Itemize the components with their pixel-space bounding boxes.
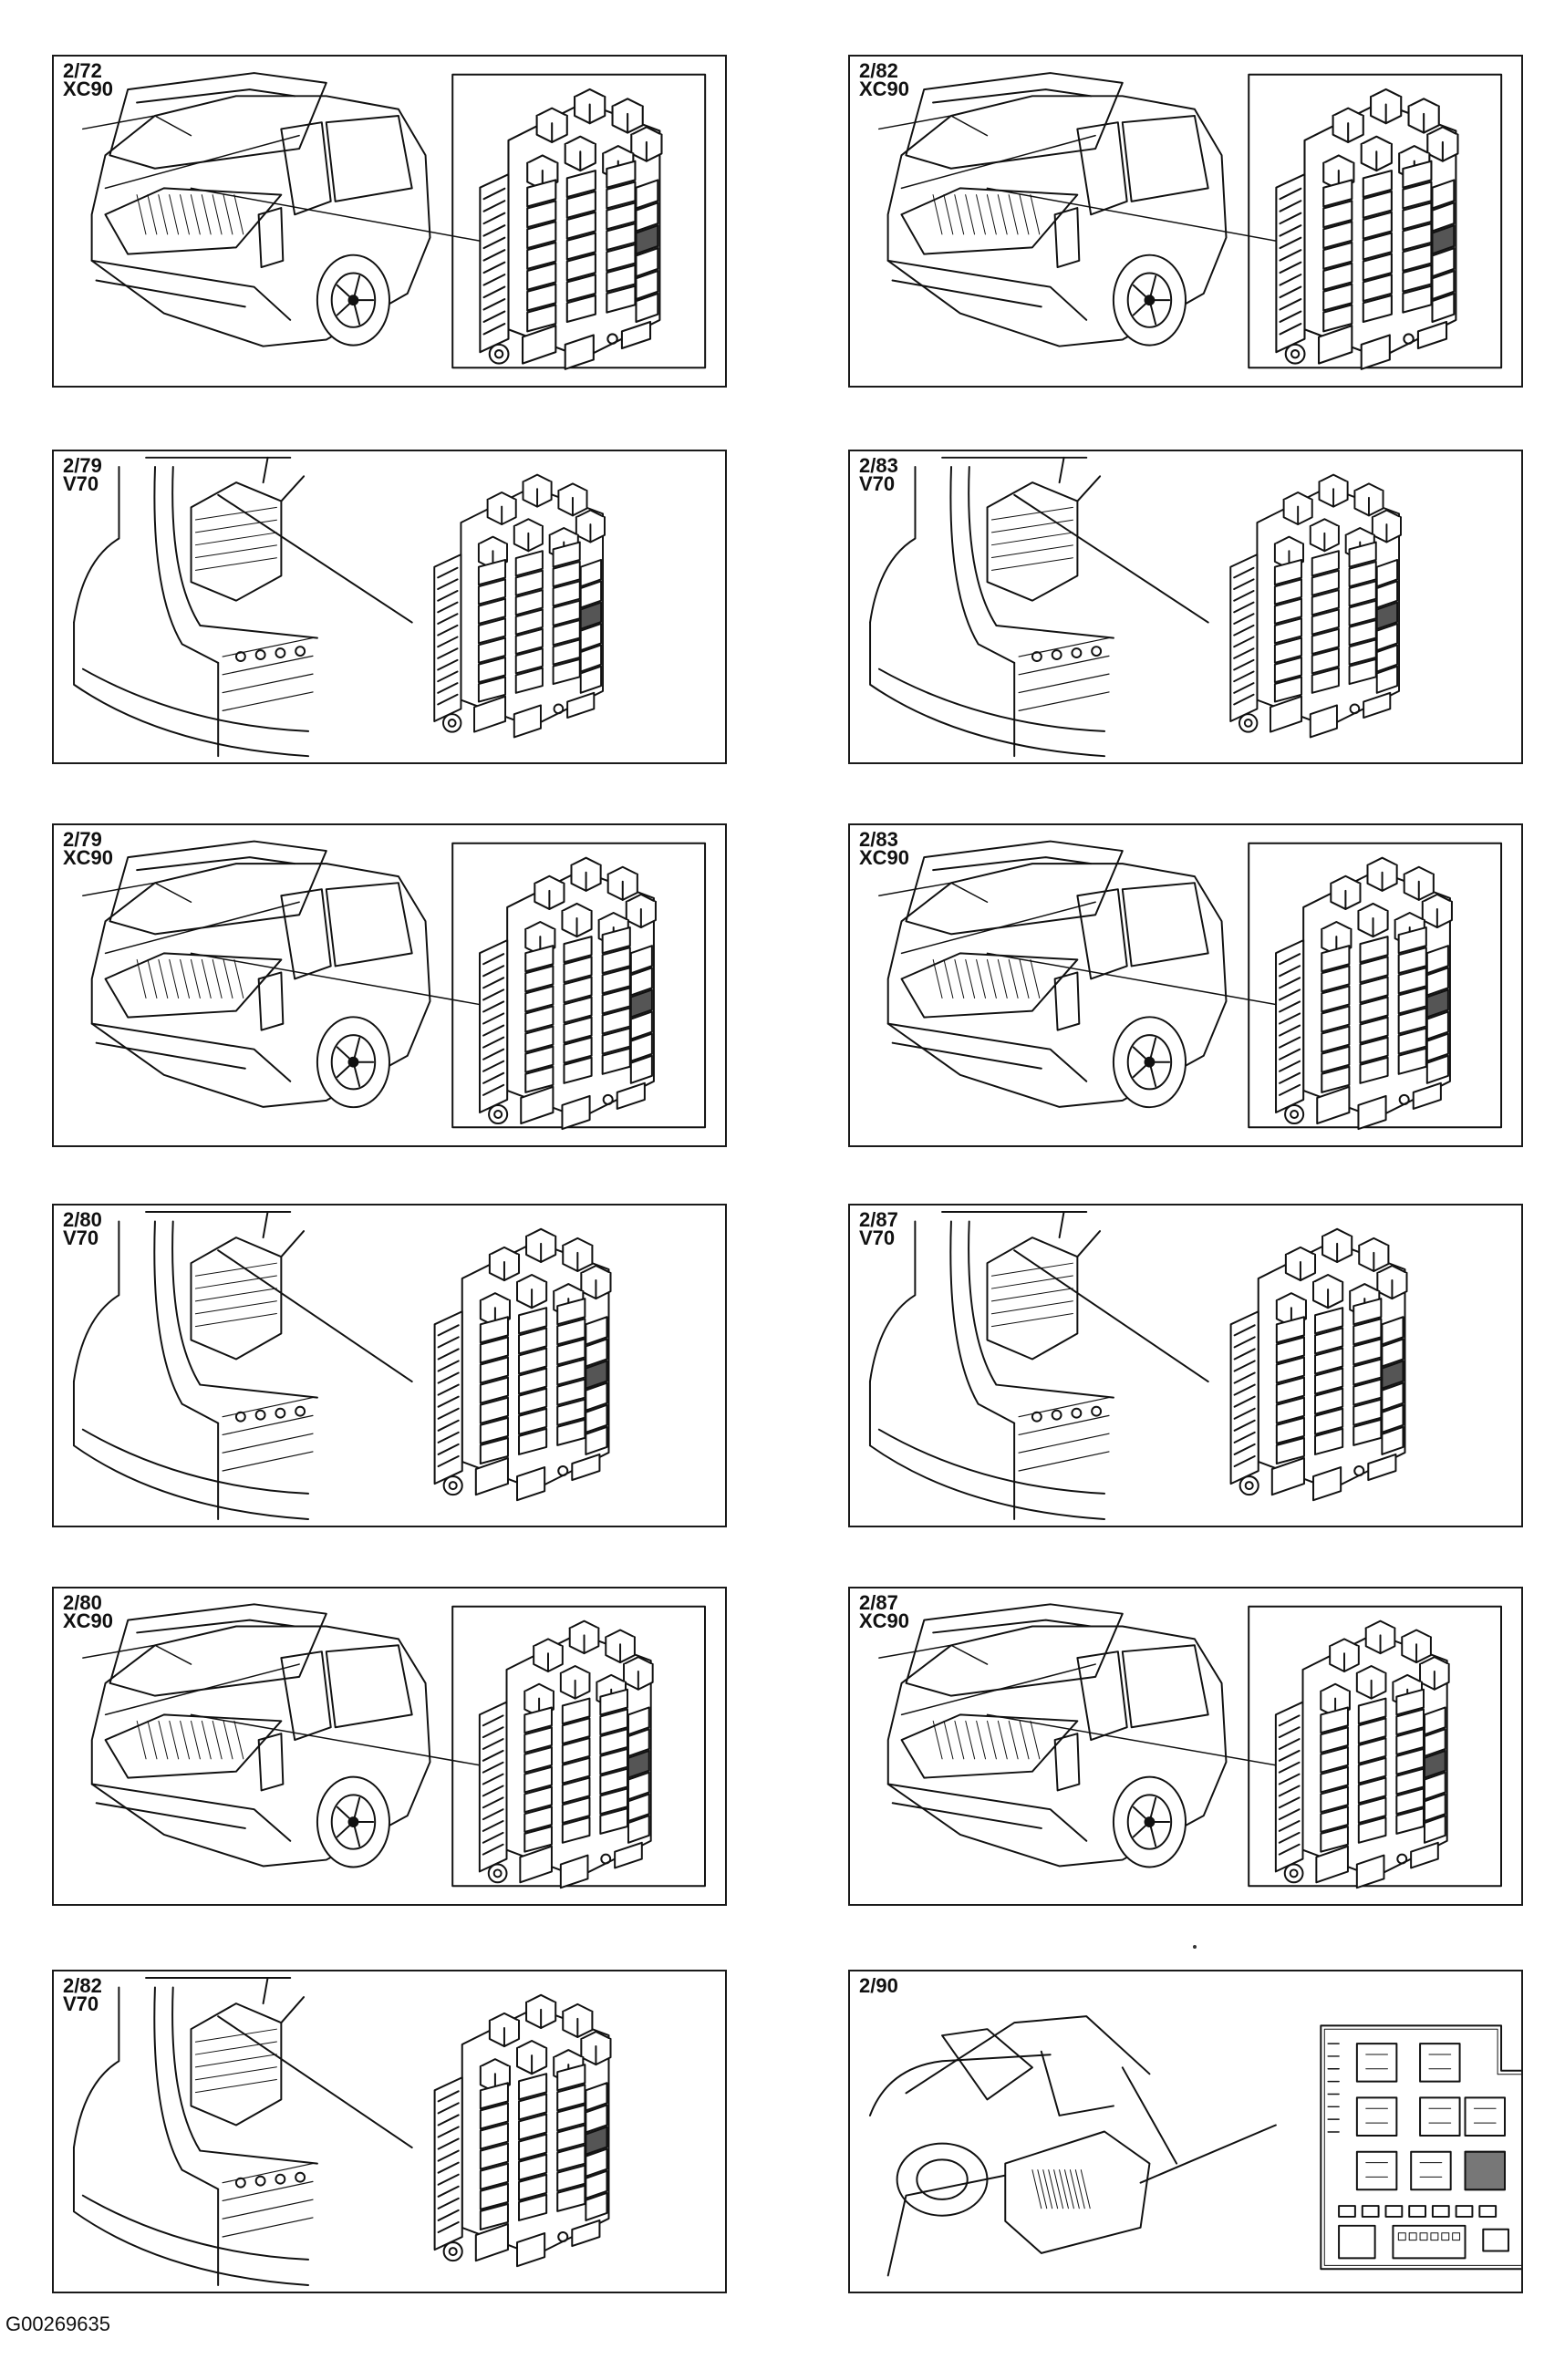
relay-box-icon	[433, 473, 606, 739]
relay-detail-inset	[451, 1605, 706, 1888]
relay-box-icon	[479, 88, 663, 370]
relay-box-icon	[1275, 856, 1453, 1131]
relay-detail-inset	[1248, 1605, 1502, 1888]
v70-vehicle-cargo-view	[869, 456, 1114, 758]
relay-box-icon	[1229, 473, 1402, 739]
relay-box-icon	[479, 856, 657, 1131]
panel-label: 2/90	[859, 1974, 898, 1997]
figure-code: G00269635	[5, 2313, 110, 2335]
engine-bay-view	[868, 2015, 1178, 2277]
v70-cargo-relay-illustration	[73, 456, 606, 758]
v70-vehicle-cargo-view	[73, 456, 318, 758]
relay-detail-inset	[1248, 73, 1503, 369]
xc90-vehicle-rear-view	[878, 1603, 1228, 1868]
relay-box-icon	[1275, 88, 1459, 370]
v70-cargo-relay-illustration	[72, 1211, 612, 1520]
relay-box-icon	[433, 1227, 612, 1502]
relay-box-icon	[1274, 1619, 1450, 1889]
relay-box-icon	[1229, 1227, 1408, 1502]
stray-mark	[1193, 1945, 1197, 1949]
xc90-vehicle-rear-view	[82, 1603, 431, 1868]
xc90-cargo-relay-illustration	[82, 840, 707, 1131]
relay-box-layout-diagram	[1320, 2024, 1521, 2271]
xc90-vehicle-rear-view	[82, 840, 431, 1109]
xc90-cargo-relay-illustration	[82, 1603, 706, 1889]
v70-cargo-relay-illustration	[868, 1211, 1408, 1520]
relay-box-icon	[478, 1619, 654, 1889]
xc90-cargo-relay-illustration	[81, 72, 707, 370]
v70-vehicle-cargo-view	[72, 1977, 318, 2286]
xc90-vehicle-rear-view	[81, 72, 431, 347]
v70-cargo-relay-illustration	[72, 1977, 612, 2286]
xc90-cargo-relay-illustration	[878, 840, 1503, 1131]
xc90-cargo-relay-illustration	[877, 72, 1503, 370]
panel-2-90-engine: 2/90	[848, 1970, 1523, 2293]
xc90-vehicle-rear-view	[877, 72, 1228, 347]
xc90-cargo-relay-illustration	[878, 1603, 1502, 1889]
relay-detail-inset	[451, 842, 707, 1129]
v70-vehicle-cargo-view	[72, 1211, 318, 1520]
relay-detail-inset	[451, 73, 707, 369]
xc90-vehicle-rear-view	[878, 840, 1228, 1109]
engine-bay-relay-box-illustration	[868, 2015, 1521, 2277]
relay-box-icon	[433, 1993, 612, 2268]
relay-detail-inset	[1248, 842, 1503, 1129]
v70-cargo-relay-illustration	[869, 456, 1402, 758]
v70-vehicle-cargo-view	[868, 1211, 1114, 1520]
